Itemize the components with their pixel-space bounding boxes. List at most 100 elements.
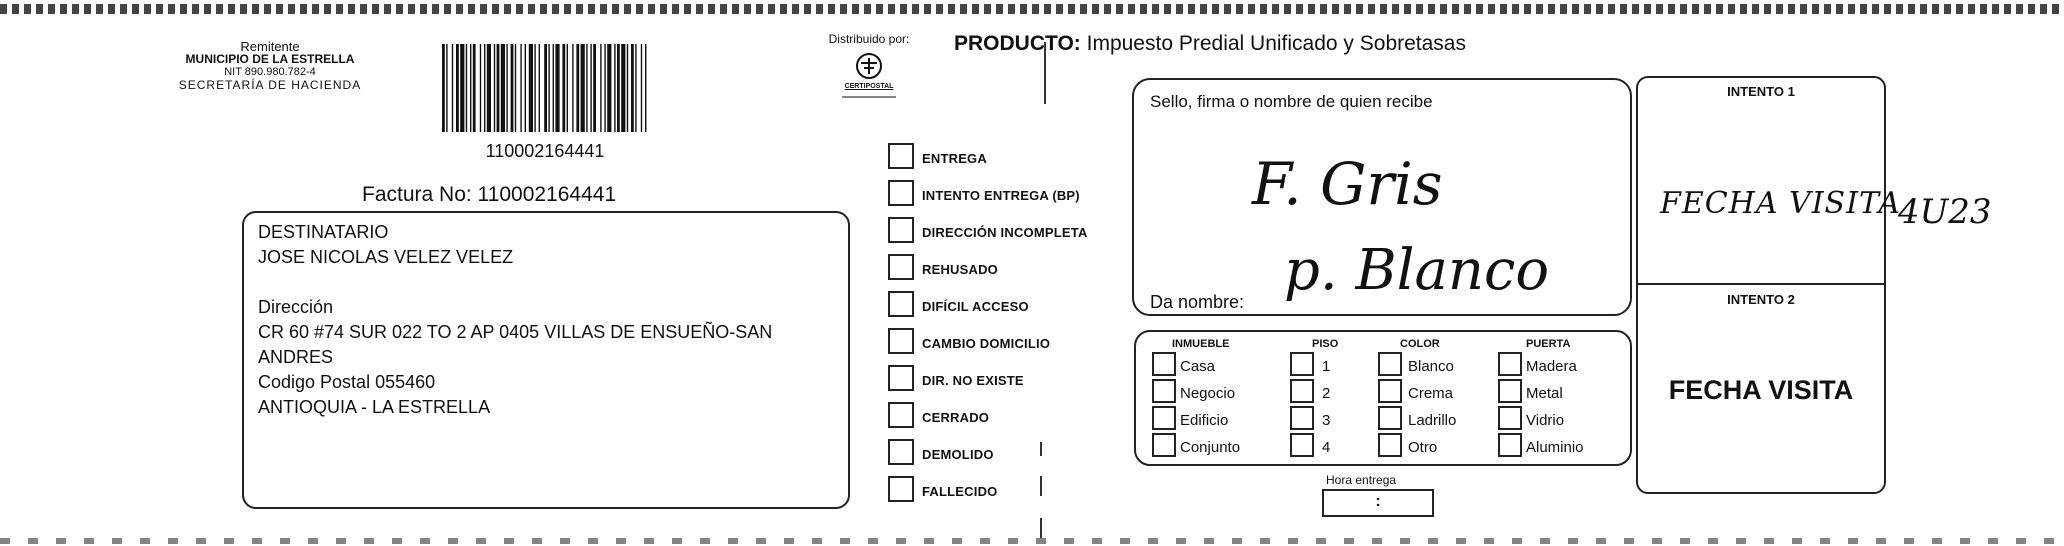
checkbox-piso-4[interactable]: [1290, 433, 1314, 457]
option-conjunto: Conjunto: [1180, 439, 1241, 456]
attempt-1-handwriting: FECHA VISITA: [1660, 186, 1901, 221]
puerta-header: PUERTA: [1526, 338, 1571, 350]
checkbox-aluminio[interactable]: [1498, 433, 1522, 457]
color-header: COLOR: [1400, 338, 1440, 350]
option-blanco: Blanco: [1408, 358, 1454, 375]
option-piso-1: 1: [1322, 358, 1331, 375]
piso-header: PISO: [1312, 338, 1339, 350]
property-box: [1134, 330, 1632, 466]
postal-code: Codigo Postal 055460: [258, 372, 436, 392]
sender-department: SECRETARÍA DE HACIENDA: [178, 78, 362, 92]
recipient-name: JOSE NICOLAS VELEZ VELEZ: [258, 247, 514, 267]
checkbox-demolido[interactable]: [888, 439, 914, 465]
product-value: Impuesto Predial Unificado y Sobretasas: [1086, 32, 1466, 55]
attempt-2-date-label: FECHA VISITA: [1668, 375, 1854, 405]
checkbox-dir-no-existe[interactable]: [888, 365, 914, 391]
address-label: Dirección: [258, 297, 334, 317]
pen-mark: [1040, 476, 1042, 496]
invoice-number: Factura No: 110002164441: [362, 183, 617, 206]
sender-name: MUNICIPIO DE LA ESTRELLA: [185, 52, 355, 66]
attempt-2-title: INTENTO 2: [1727, 292, 1795, 307]
attempts-box: [1636, 76, 1886, 494]
distributor-brand: CERTIPOSTAL: [844, 83, 894, 90]
product-label: PRODUCTO:: [954, 32, 1081, 55]
recipient-details: DESTINATARIO JOSE NICOLAS VELEZ VELEZ Di…: [258, 220, 772, 420]
option-aluminio: Aluminio: [1526, 439, 1584, 456]
attempt-1-title: INTENTO 1: [1727, 84, 1795, 99]
checkbox-piso-2[interactable]: [1290, 379, 1314, 403]
signature-box: [1132, 78, 1632, 316]
checkbox-direccion-incompleta[interactable]: [888, 217, 914, 243]
checkbox-otro[interactable]: [1378, 433, 1402, 457]
checkbox-fallecido[interactable]: [888, 476, 914, 502]
checkbox-entrega[interactable]: [888, 143, 914, 169]
checkbox-cerrado[interactable]: [888, 402, 914, 428]
delivery-time-field[interactable]: :: [1322, 489, 1434, 517]
checkbox-madera[interactable]: [1498, 352, 1522, 376]
pen-mark: [1040, 442, 1042, 456]
checkbox-casa[interactable]: [1152, 352, 1176, 376]
checkbox-vidrio[interactable]: [1498, 406, 1522, 430]
handwritten-name: p. Blanco: [1284, 238, 1550, 303]
status-demolido-label: DEMOLIDO: [922, 447, 994, 462]
status-intento-entrega-label: INTENTO ENTREGA (BP): [922, 188, 1080, 203]
option-vidrio: Vidrio: [1526, 412, 1565, 429]
given-name-label: Da nombre:: [1150, 292, 1245, 312]
option-edificio: Edificio: [1180, 412, 1229, 429]
top-dashed-edge: [0, 4, 2064, 14]
status-dificil-acceso-label: DIFÍCIL ACCESO: [922, 299, 1029, 314]
pen-mark: [1040, 518, 1042, 538]
option-otro: Otro: [1408, 439, 1438, 456]
attempts-divider: [1636, 283, 1886, 285]
handwritten-signature: F. Gris: [1252, 150, 1443, 218]
barcode-image: [442, 44, 647, 132]
sender-block: Remitente MUNICIPIO DE LA ESTRELLA NIT 8…: [120, 40, 420, 92]
delivery-time-label: Hora entrega: [1326, 473, 1397, 487]
checkbox-ladrillo[interactable]: [1378, 406, 1402, 430]
sender-label: Remitente: [240, 39, 300, 54]
certipostal-logo: CERTIPOSTAL: [824, 50, 914, 110]
barcode-number: 110002164441: [485, 141, 605, 161]
checkbox-negocio[interactable]: [1152, 379, 1176, 403]
signature-label: Sello, firma o nombre de quien recibe: [1150, 92, 1433, 111]
recipient-box: [242, 211, 850, 509]
checkbox-piso-3[interactable]: [1290, 406, 1314, 430]
certipostal-icon: [842, 53, 896, 98]
option-piso-3: 3: [1322, 412, 1331, 429]
checkbox-edificio[interactable]: [1152, 406, 1176, 430]
inmueble-header: INMUEBLE: [1172, 338, 1230, 350]
attempt-1-handwriting-extra: 4U23: [1898, 192, 1992, 232]
recipient-heading: DESTINATARIO: [258, 222, 389, 242]
checkbox-metal[interactable]: [1498, 379, 1522, 403]
checkbox-conjunto[interactable]: [1152, 433, 1176, 457]
fold-mark: [1044, 42, 1046, 104]
status-entrega-label: ENTREGA: [922, 151, 987, 166]
product-line: PRODUCTO: Impuesto Predial Unificado y S…: [954, 32, 1466, 56]
checkbox-intento-entrega[interactable]: [888, 180, 914, 206]
option-piso-2: 2: [1322, 385, 1331, 402]
option-casa: Casa: [1180, 358, 1216, 375]
checkbox-crema[interactable]: [1378, 379, 1402, 403]
option-piso-4: 4: [1322, 439, 1331, 456]
address-line-1: CR 60 #74 SUR 022 TO 2 AP 0405 VILLAS DE…: [258, 322, 773, 342]
option-negocio: Negocio: [1180, 385, 1236, 402]
sender-nit: NIT 890.980.782-4: [224, 66, 316, 78]
bottom-dashed-edge: [0, 538, 2064, 544]
checkbox-dificil-acceso[interactable]: [888, 291, 914, 317]
status-dir-no-existe-label: DIR. NO EXISTE: [922, 373, 1024, 388]
address-line-2: ANDRES: [258, 347, 334, 367]
status-cerrado-label: CERRADO: [922, 410, 990, 425]
checkbox-blanco[interactable]: [1378, 352, 1402, 376]
checkbox-rehusado[interactable]: [888, 254, 914, 280]
status-cambio-domicilio-label: CAMBIO DOMICILIO: [922, 336, 1051, 351]
checkbox-piso-1[interactable]: [1290, 352, 1314, 376]
checkbox-cambio-domicilio[interactable]: [888, 328, 914, 354]
status-direccion-incompleta-label: DIRECCIÓN INCOMPLETA: [922, 225, 1088, 240]
status-fallecido-label: FALLECIDO: [922, 484, 998, 499]
status-rehusado-label: REHUSADO: [922, 262, 998, 277]
recipient-city: ANTIOQUIA - LA ESTRELLA: [258, 397, 491, 417]
option-madera: Madera: [1526, 358, 1577, 375]
option-metal: Metal: [1526, 385, 1563, 402]
distributor-label: Distribuido por:: [828, 32, 910, 46]
option-ladrillo: Ladrillo: [1408, 412, 1457, 429]
